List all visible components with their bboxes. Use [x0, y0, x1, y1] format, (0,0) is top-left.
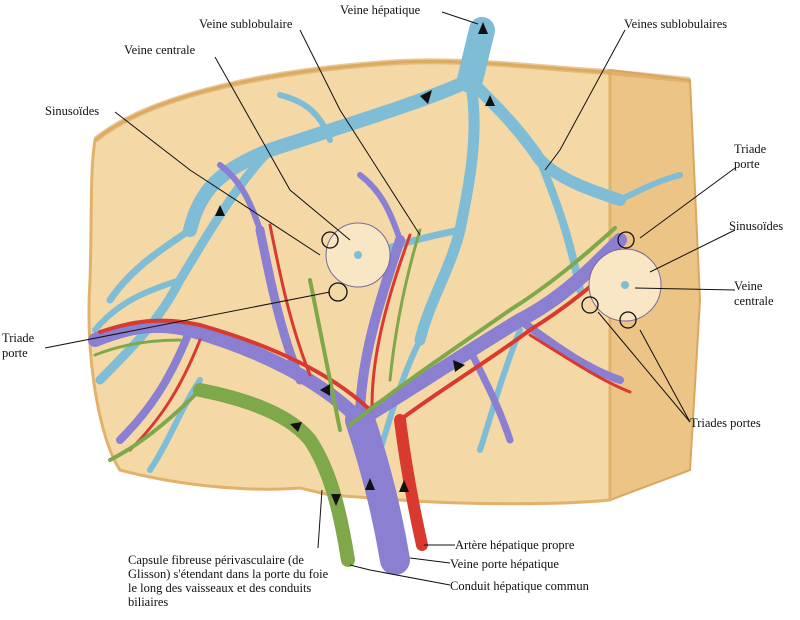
hepatic-artery-branch: [370, 233, 412, 407]
hepatic-artery-branch: [98, 318, 372, 412]
lobule-left: [321, 222, 391, 302]
label-portal-triad-right-line2: porte: [734, 157, 760, 171]
label-sinusoids-right: Sinusoïdes: [729, 219, 784, 233]
hepatic-vein-branch: [106, 226, 194, 304]
portal-vein-branch: [355, 235, 405, 425]
flow-arrows: [215, 22, 495, 506]
label-sinusoids-left: Sinusoïdes: [45, 104, 100, 118]
hepatic-artery-branch: [528, 333, 632, 394]
label-glisson-capsule: Capsule fibreuse périvasculaire (de Glis…: [128, 553, 329, 609]
label-sublobular-veins: Veines sublobulaires: [624, 17, 728, 31]
flow-arrow-icon: [365, 478, 375, 490]
hepatic-vein-branch: [92, 277, 183, 333]
portal-triad-marker: [321, 231, 339, 249]
bile-duct-branch: [348, 226, 617, 427]
portal-vein-branch: [357, 172, 403, 243]
hepatic-artery-trunk: [394, 414, 428, 551]
hepatic-vein-trunk: [457, 17, 495, 93]
hepatic-vein-branch: [617, 172, 683, 203]
label-proper-hepatic-artery: Artère hépatique propre: [455, 538, 575, 552]
flow-arrow-icon: [453, 360, 465, 372]
bile-duct-branch: [108, 388, 202, 462]
portal-vein-branch: [255, 225, 305, 385]
label-sublobular-vein: Veine sublobulaire: [199, 17, 293, 31]
portal-vein-trunk: [345, 405, 410, 575]
portal-triad-marker: [617, 231, 635, 249]
hepatic-vein-branch: [277, 92, 333, 143]
label-central-vein-right-line1: Veine: [734, 279, 763, 293]
portal-vein-branch: [217, 162, 263, 233]
bile-duct-branch: [308, 278, 342, 432]
hepatic-artery-branch: [268, 223, 312, 377]
flow-arrow-icon: [485, 95, 495, 106]
portal-triad-marker: [619, 311, 637, 329]
label-common-hepatic-duct: Conduit hépatique commun: [450, 579, 589, 593]
label-portal-triad-left-line2: porte: [2, 346, 28, 360]
liver-top-rim: [93, 58, 691, 143]
flow-arrow-icon: [399, 480, 409, 492]
bile-duct-tree: [93, 226, 617, 567]
bile-duct-branch: [388, 228, 422, 382]
label-portal-triad-right-line1: Triade: [734, 142, 767, 156]
portal-triad-marker: [581, 296, 599, 314]
common-hepatic-duct: [193, 383, 355, 567]
bile-duct-branch: [93, 338, 182, 357]
label-hepatic-vein: Veine hépatique: [340, 3, 421, 17]
label-hepatic-portal-vein: Veine porte hépatique: [450, 557, 559, 571]
flow-arrow-icon: [331, 494, 341, 506]
flow-arrow-icon: [420, 90, 432, 104]
flow-arrow-icon: [320, 384, 330, 396]
lobule-right: [581, 231, 662, 329]
portal-vein-branch: [116, 326, 194, 444]
flow-arrow-icon: [215, 205, 225, 216]
leader-lines: [44, 11, 736, 586]
label-portal-triad-left-line1: Triade: [2, 331, 35, 345]
label-central-vein-right-line2: centrale: [734, 294, 774, 308]
label-portal-triads: Triades portes: [690, 416, 761, 430]
portal-vein-branch: [466, 346, 514, 444]
label-central-vein-left: Veine centrale: [124, 43, 196, 57]
flow-arrow-icon: [478, 22, 488, 34]
flow-arrow-icon: [290, 422, 302, 432]
